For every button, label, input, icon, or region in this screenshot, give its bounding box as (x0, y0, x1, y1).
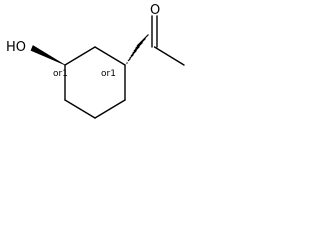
hashed-bond-acetyl (126, 34, 149, 64)
wedge-bond-hydroxyl (30, 45, 66, 66)
carbonyl-oxygen-label: O (150, 3, 160, 18)
cyclohexane-ring (64, 46, 126, 119)
ring-bond-c5-c6 (64, 46, 96, 66)
ring-bond-c3-c4 (64, 99, 96, 119)
methyl-bond (153, 46, 185, 66)
hydroxyl-label: HO (6, 40, 26, 55)
stereo-descriptor-c3: or1 (53, 69, 68, 79)
ring-bond-c2-c3 (94, 99, 126, 119)
stereo-descriptor-c1: or1 (101, 69, 116, 79)
acetyl-group (151, 15, 185, 66)
molecule-structure: HO O or1 or1 (6, 3, 185, 119)
ring-bond-c6-c1 (94, 46, 126, 66)
